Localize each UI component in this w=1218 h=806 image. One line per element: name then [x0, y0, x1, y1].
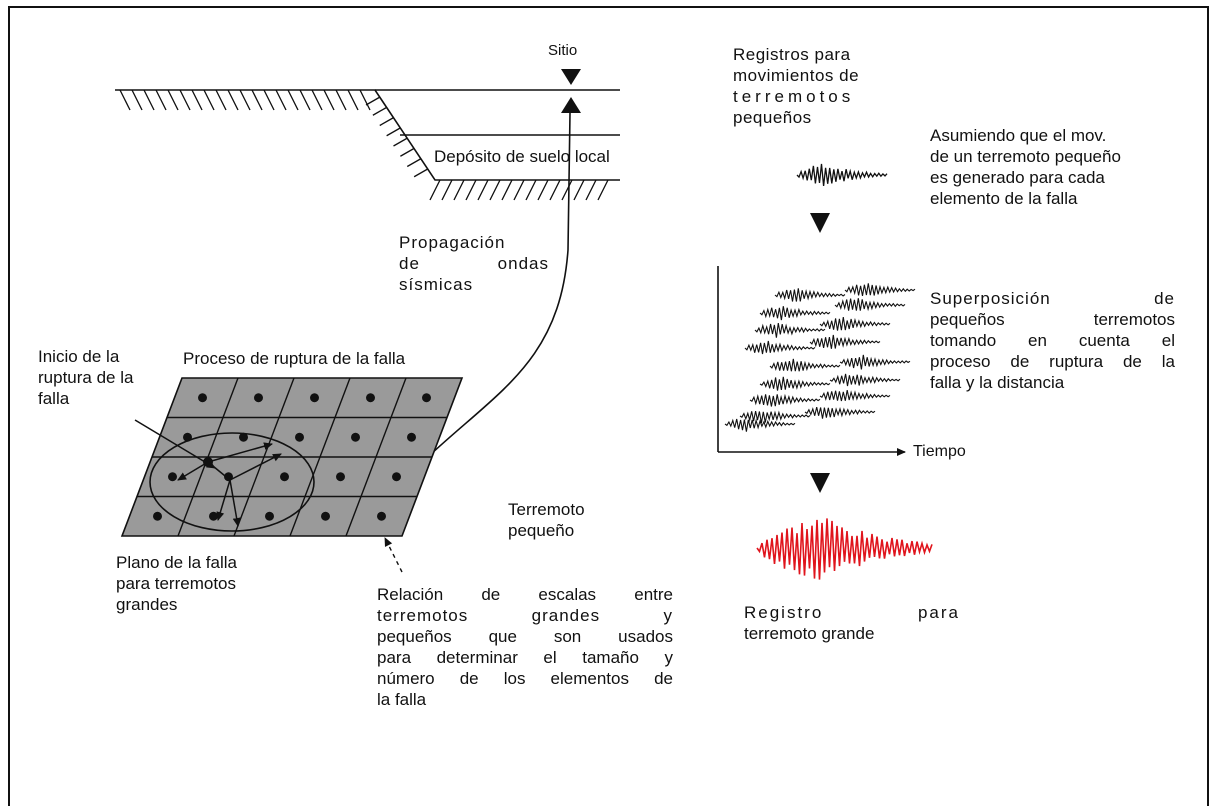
small-waveform-copy — [809, 334, 881, 349]
site-marker-icon — [561, 69, 581, 85]
soil-label: Depósito de suelo local — [434, 147, 610, 166]
fault-plane-grid — [120, 377, 464, 537]
fault-element-dot — [321, 511, 330, 521]
ground-surface — [115, 89, 620, 201]
fault-element-dot — [265, 511, 274, 521]
small-waveform-copy — [744, 340, 816, 355]
fault-element-dot — [254, 393, 263, 403]
small-waveform-copy — [754, 323, 826, 338]
small-waveform-copy — [739, 410, 811, 424]
propagation-label: Propagación de ondas sísmicas — [399, 233, 549, 294]
site-label: Sitio — [548, 42, 578, 59]
fault-element-dot — [209, 511, 218, 521]
site-arrow-head-icon — [561, 97, 581, 113]
fault-element-dot — [295, 432, 304, 442]
fault-element-dot — [392, 472, 401, 482]
time-axis-label: Tiempo — [913, 443, 966, 460]
rupture-start-label: Inicio de la ruptura de la falla — [38, 347, 134, 408]
assumption-label: Asumiendo que el mov. de un terremoto pe… — [930, 126, 1121, 208]
superposition-axes — [717, 266, 906, 456]
rupture-arrows — [134, 419, 282, 527]
small-waveform-copy — [759, 306, 831, 321]
superposition-label: Superposición de pequeños terremotos tom… — [930, 289, 1175, 392]
small-waveform-copy — [819, 317, 891, 331]
small-waveform-copy — [774, 288, 846, 302]
diagram-frame — [8, 6, 1209, 806]
scale-pointer — [384, 537, 403, 573]
scale-relation-label: Relación de escalas entre terremotos gra… — [377, 585, 673, 709]
fault-element-dot — [351, 432, 360, 442]
fault-element-dot — [239, 432, 248, 442]
fault-element-dot — [377, 511, 386, 521]
down-arrow-icon — [810, 213, 830, 233]
fault-element-dot — [153, 511, 162, 521]
small-waveform-copy — [769, 358, 841, 372]
fault-element-dot — [168, 472, 177, 482]
small-quake-label: Terremoto pequeño — [508, 500, 585, 540]
small-waveform-copy — [804, 406, 876, 419]
large-record-label: Registro para terremoto grande — [744, 603, 960, 643]
small-waveform-copy — [834, 298, 906, 312]
rupture-process-label: Proceso de ruptura de la falla — [183, 349, 406, 368]
fault-element-dot — [198, 393, 207, 403]
small-waveform-copy — [829, 373, 901, 387]
small-waveform-copy — [819, 389, 891, 402]
fault-element-dot — [422, 393, 431, 403]
large-earthquake-waveform — [756, 518, 933, 580]
small-waveform-copy — [724, 418, 796, 432]
rupture-ellipse — [149, 432, 315, 532]
down-arrow-icon-2 — [810, 473, 830, 493]
small-records-label: Registros para movimientos de terremotos… — [733, 45, 860, 127]
fault-element-dot — [336, 472, 345, 482]
small-waveform-copy — [749, 393, 821, 407]
small-waveform-copy — [759, 376, 831, 391]
fault-element-dot — [366, 393, 375, 403]
small-waveform-copy — [844, 283, 916, 297]
fault-element-dot — [407, 432, 416, 442]
small-waveform-copy — [839, 354, 911, 370]
small-earthquake-waveform — [796, 163, 888, 186]
fault-element-dot — [310, 393, 319, 403]
propagation-ray — [429, 112, 571, 456]
superposed-waveforms — [724, 283, 916, 432]
fault-element-dot — [280, 472, 289, 482]
rupture-start-point — [203, 457, 213, 467]
fault-plane-label: Plano de la falla para terremotos grande… — [116, 553, 237, 614]
